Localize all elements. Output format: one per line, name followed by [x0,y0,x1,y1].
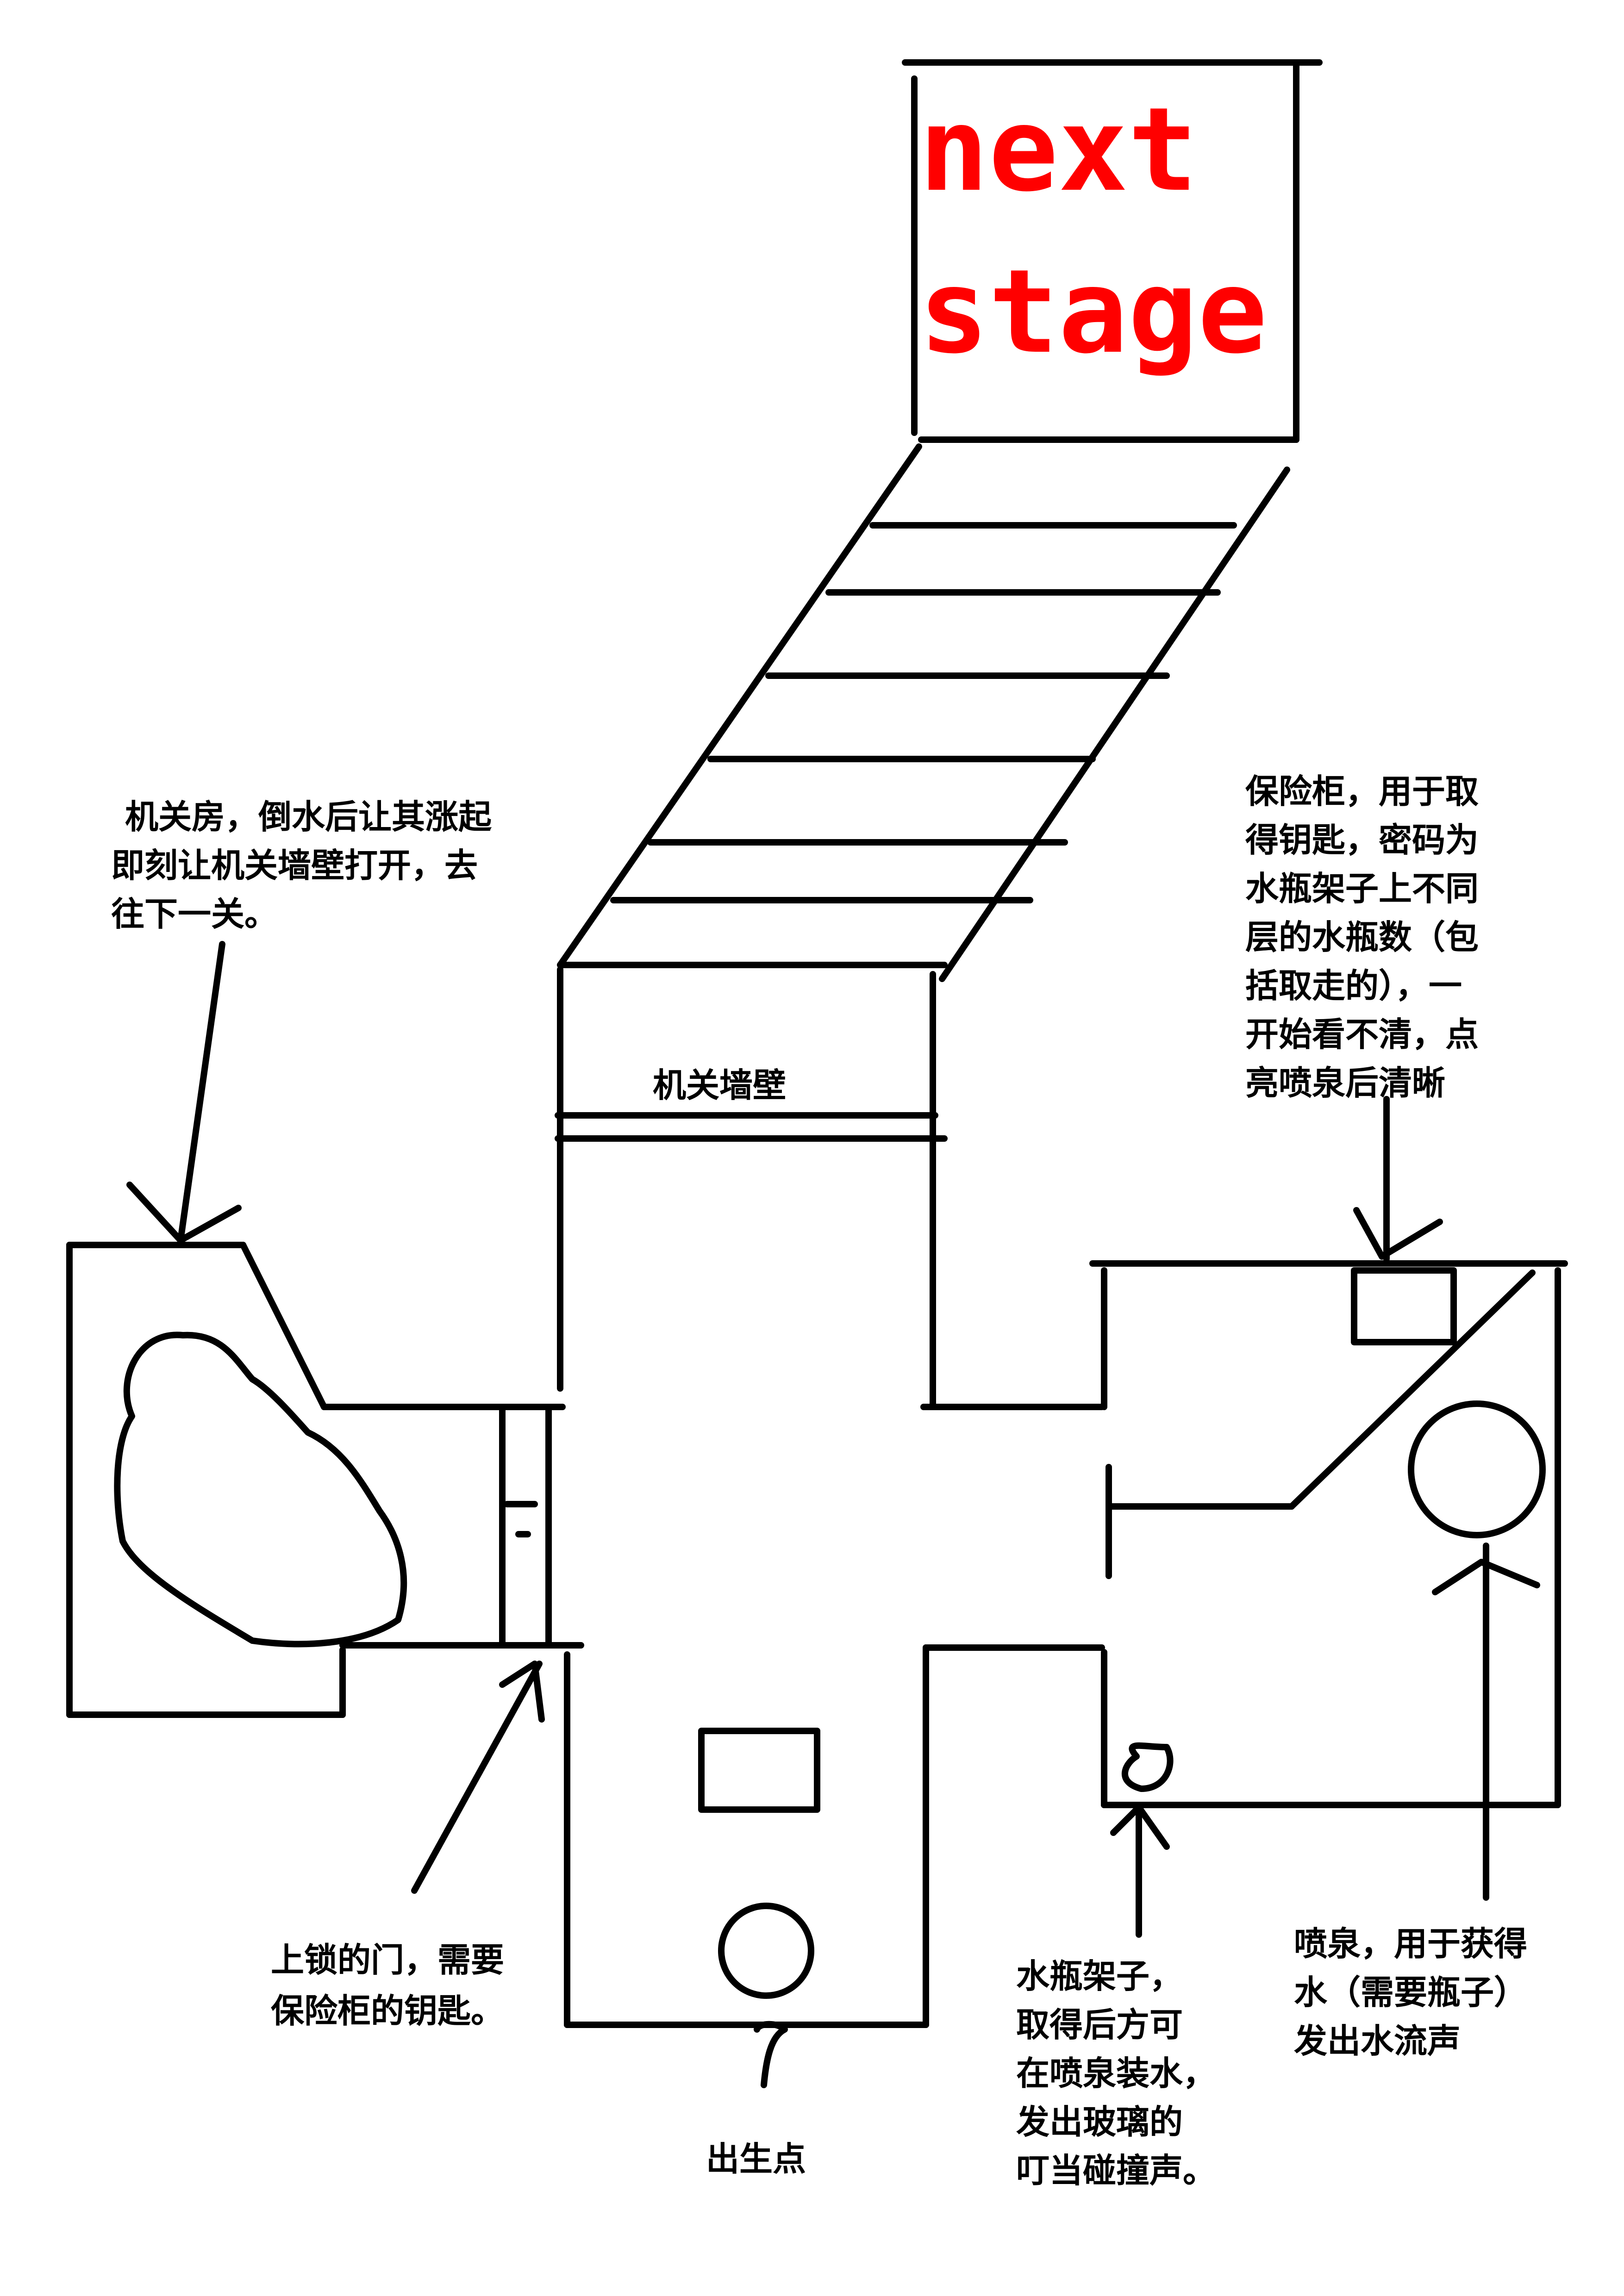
mechanism-room [66,1242,584,1718]
next-stage-title-line1: next [919,82,1198,217]
annotation-locked-door-line1: 上锁的门，需要 [271,1941,504,1979]
annotation-safe-line6: 开始看不清，点 [1245,1015,1479,1054]
annotation-spawn-point: 出生点 [706,2140,806,2178]
annotation-safe-line7: 亮喷泉后清晰 [1245,1064,1445,1102]
annotation-fountain-line1: 喷泉，用于获得 [1294,1924,1527,1963]
spawn-room [564,1644,1105,2028]
staircase [557,443,1290,982]
annotation-locked-door: 上锁的门，需要 保险柜的钥匙。 [271,1941,504,2030]
annotation-bottle-rack-line2: 取得后方可 [1016,2005,1183,2044]
annotation-mechanism-room-line1: 机关房，倒水后让其涨起 [125,797,492,836]
annotation-locked-door-line2: 保险柜的钥匙。 [271,1991,504,2030]
annotation-bottle-rack-line3: 在喷泉装水， [1016,2054,1216,2093]
next-stage-title-line2: stage [919,244,1268,379]
annotation-safe: 保险柜，用于取 得钥匙，密码为 水瓶架子上不同 层的水瓶数（包 括取走的），一 … [1245,772,1479,1102]
next-stage-box [902,59,1323,443]
annotation-mechanism-room-line2: 即刻让机关墙壁打开，去 [111,846,478,885]
safe [1351,1267,1457,1345]
central-corridor [555,966,1105,1410]
mechanism-wall-label: 机关墙壁 [653,1066,786,1105]
bottle-rack [1122,1742,1174,1792]
locked-door [499,1406,552,1649]
annotation-bottle-rack: 水瓶架子， 取得后方可 在喷泉装水， 发出玻璃的 叮当碰撞声。 [1016,1957,1216,2190]
annotation-safe-line1: 保险柜，用于取 [1245,772,1479,811]
annotation-bottle-rack-line4: 发出玻璃的 [1016,2103,1183,2141]
annotation-mechanism-room: 机关房，倒水后让其涨起 即刻让机关墙壁打开，去 往下一关。 [111,797,492,933]
annotation-bottle-rack-line5: 叮当碰撞声。 [1016,2151,1216,2190]
annotation-fountain-line3: 发出水流声 [1294,2022,1461,2060]
annotation-mechanism-room-line3: 往下一关。 [111,895,278,933]
annotation-arrows [126,941,1540,2088]
annotation-safe-line5: 括取走的），一 [1245,966,1462,1005]
annotation-safe-line4: 层的水瓶数（包 [1245,918,1479,957]
fountain-room [1089,1260,1568,1808]
annotation-fountain: 喷泉，用于获得 水（需要瓶子） 发出水流声 [1294,1924,1527,2060]
annotation-fountain-line2: 水（需要瓶子） [1294,1973,1527,2012]
annotation-safe-line3: 水瓶架子上不同 [1245,869,1479,908]
annotation-safe-line2: 得钥匙，密码为 [1245,821,1479,859]
annotation-bottle-rack-line1: 水瓶架子， [1016,1957,1183,1996]
